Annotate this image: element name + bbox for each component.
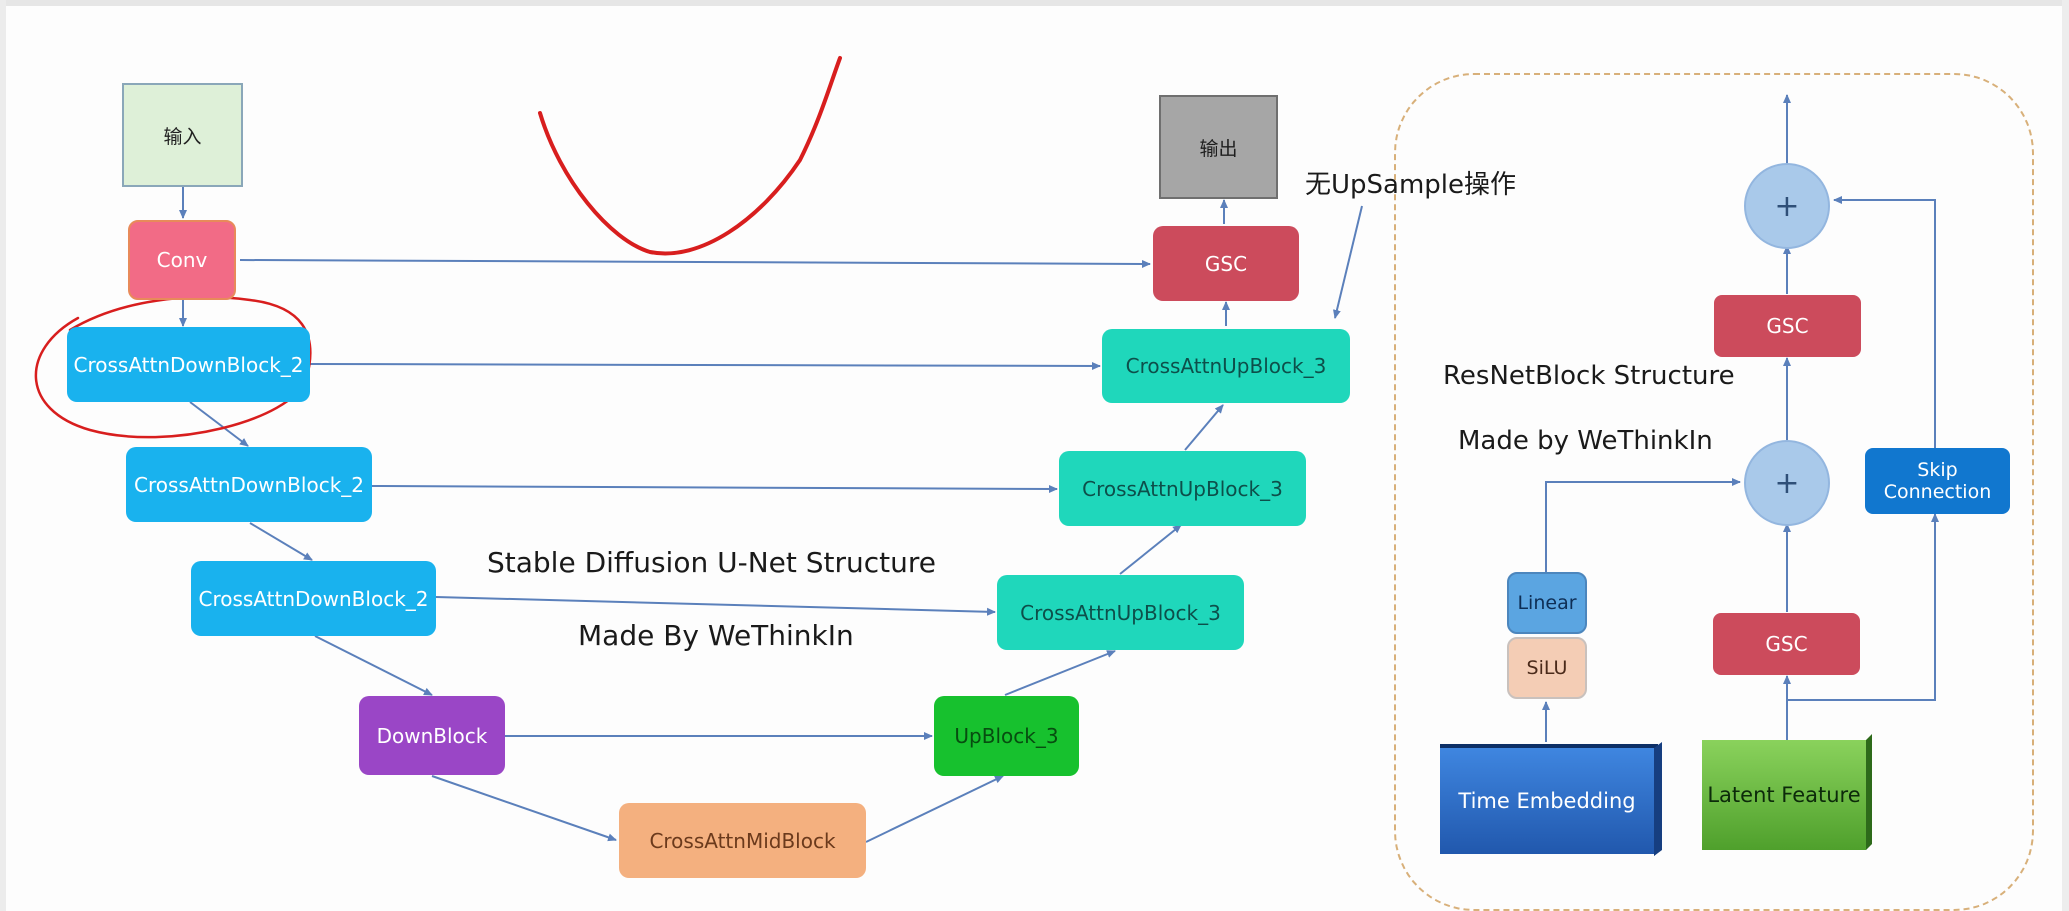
add-bottom-label: +	[1774, 465, 1800, 501]
skip-connection-label: Skip Connection	[1883, 459, 1992, 503]
right-edge	[2062, 0, 2069, 911]
cross-attn-down-block-1: CrossAttnDownBlock_2	[67, 327, 310, 402]
up-block-label: UpBlock_3	[954, 724, 1059, 748]
gsc-top-label: GSC	[1766, 314, 1809, 338]
top-edge	[0, 0, 2069, 6]
down-block-2-label: CrossAttnDownBlock_2	[134, 472, 364, 497]
resnet-title: ResNetBlock Structure	[1443, 361, 1735, 391]
conv-block: Conv	[128, 220, 236, 300]
cross-attn-mid-block: CrossAttnMidBlock	[619, 803, 866, 878]
silu-label: SiLU	[1526, 657, 1568, 679]
time-embedding-side	[1654, 742, 1662, 856]
down-block: DownBlock	[359, 696, 505, 775]
resnet-gsc-top: GSC	[1714, 295, 1861, 357]
up-block-2-label: CrossAttnUpBlock_3	[1082, 476, 1283, 501]
conv-label: Conv	[156, 248, 208, 272]
cross-attn-up-block-1: CrossAttnUpBlock_3	[997, 575, 1244, 650]
up-block-3-label: CrossAttnUpBlock_3	[1125, 354, 1327, 378]
red-checkmark-annotation	[538, 56, 842, 256]
linear-block: Linear	[1507, 572, 1587, 634]
latent-feature-label: Latent Feature	[1707, 783, 1861, 807]
time-embedding-block: Time Embedding	[1440, 748, 1654, 854]
gsc-label: GSC	[1204, 251, 1248, 276]
cross-attn-down-block-2: CrossAttnDownBlock_2	[126, 447, 372, 522]
input-label: 输入	[163, 125, 202, 148]
unet-credit: Made By WeThinkIn	[578, 619, 854, 652]
mid-block-label: CrossAttnMidBlock	[649, 828, 836, 853]
time-embedding-label: Time Embedding	[1458, 789, 1636, 813]
unet-arrows	[179, 187, 1363, 843]
resnet-credit: Made by WeThinkIn	[1458, 426, 1713, 456]
down-block-label: DownBlock	[376, 723, 488, 748]
output-label: 输出	[1199, 137, 1238, 160]
input-node: 输入	[122, 83, 243, 187]
gsc-bottom-label: GSC	[1765, 632, 1808, 656]
output-node: 输出	[1159, 95, 1278, 199]
add-node-bottom: +	[1744, 440, 1830, 526]
left-edge	[0, 0, 6, 911]
up-block-1-label: CrossAttnUpBlock_3	[1020, 600, 1221, 625]
gsc-block: GSC	[1153, 226, 1299, 301]
add-top-label: +	[1774, 188, 1800, 224]
cross-attn-up-block-3: CrossAttnUpBlock_3	[1102, 329, 1350, 403]
linear-label: Linear	[1517, 592, 1577, 614]
resnet-panel-border	[1394, 73, 2034, 911]
skip-connection-block: Skip Connection	[1865, 448, 2010, 514]
silu-block: SiLU	[1507, 637, 1587, 699]
add-node-top: +	[1744, 163, 1830, 249]
latent-feature-block: Latent Feature	[1702, 740, 1866, 850]
unet-title: Stable Diffusion U-Net Structure	[487, 546, 937, 579]
resnet-gsc-bottom: GSC	[1713, 613, 1860, 675]
no-upsample-note: 无UpSample操作	[1305, 170, 1517, 200]
down-block-3-label: CrossAttnDownBlock_2	[198, 586, 429, 611]
resnet-arrows	[1542, 94, 1939, 742]
up-block: UpBlock_3	[934, 696, 1079, 776]
cross-attn-up-block-2: CrossAttnUpBlock_3	[1059, 451, 1306, 526]
cross-attn-down-block-3: CrossAttnDownBlock_2	[191, 561, 436, 636]
down-block-1-label: CrossAttnDownBlock_2	[73, 352, 304, 377]
